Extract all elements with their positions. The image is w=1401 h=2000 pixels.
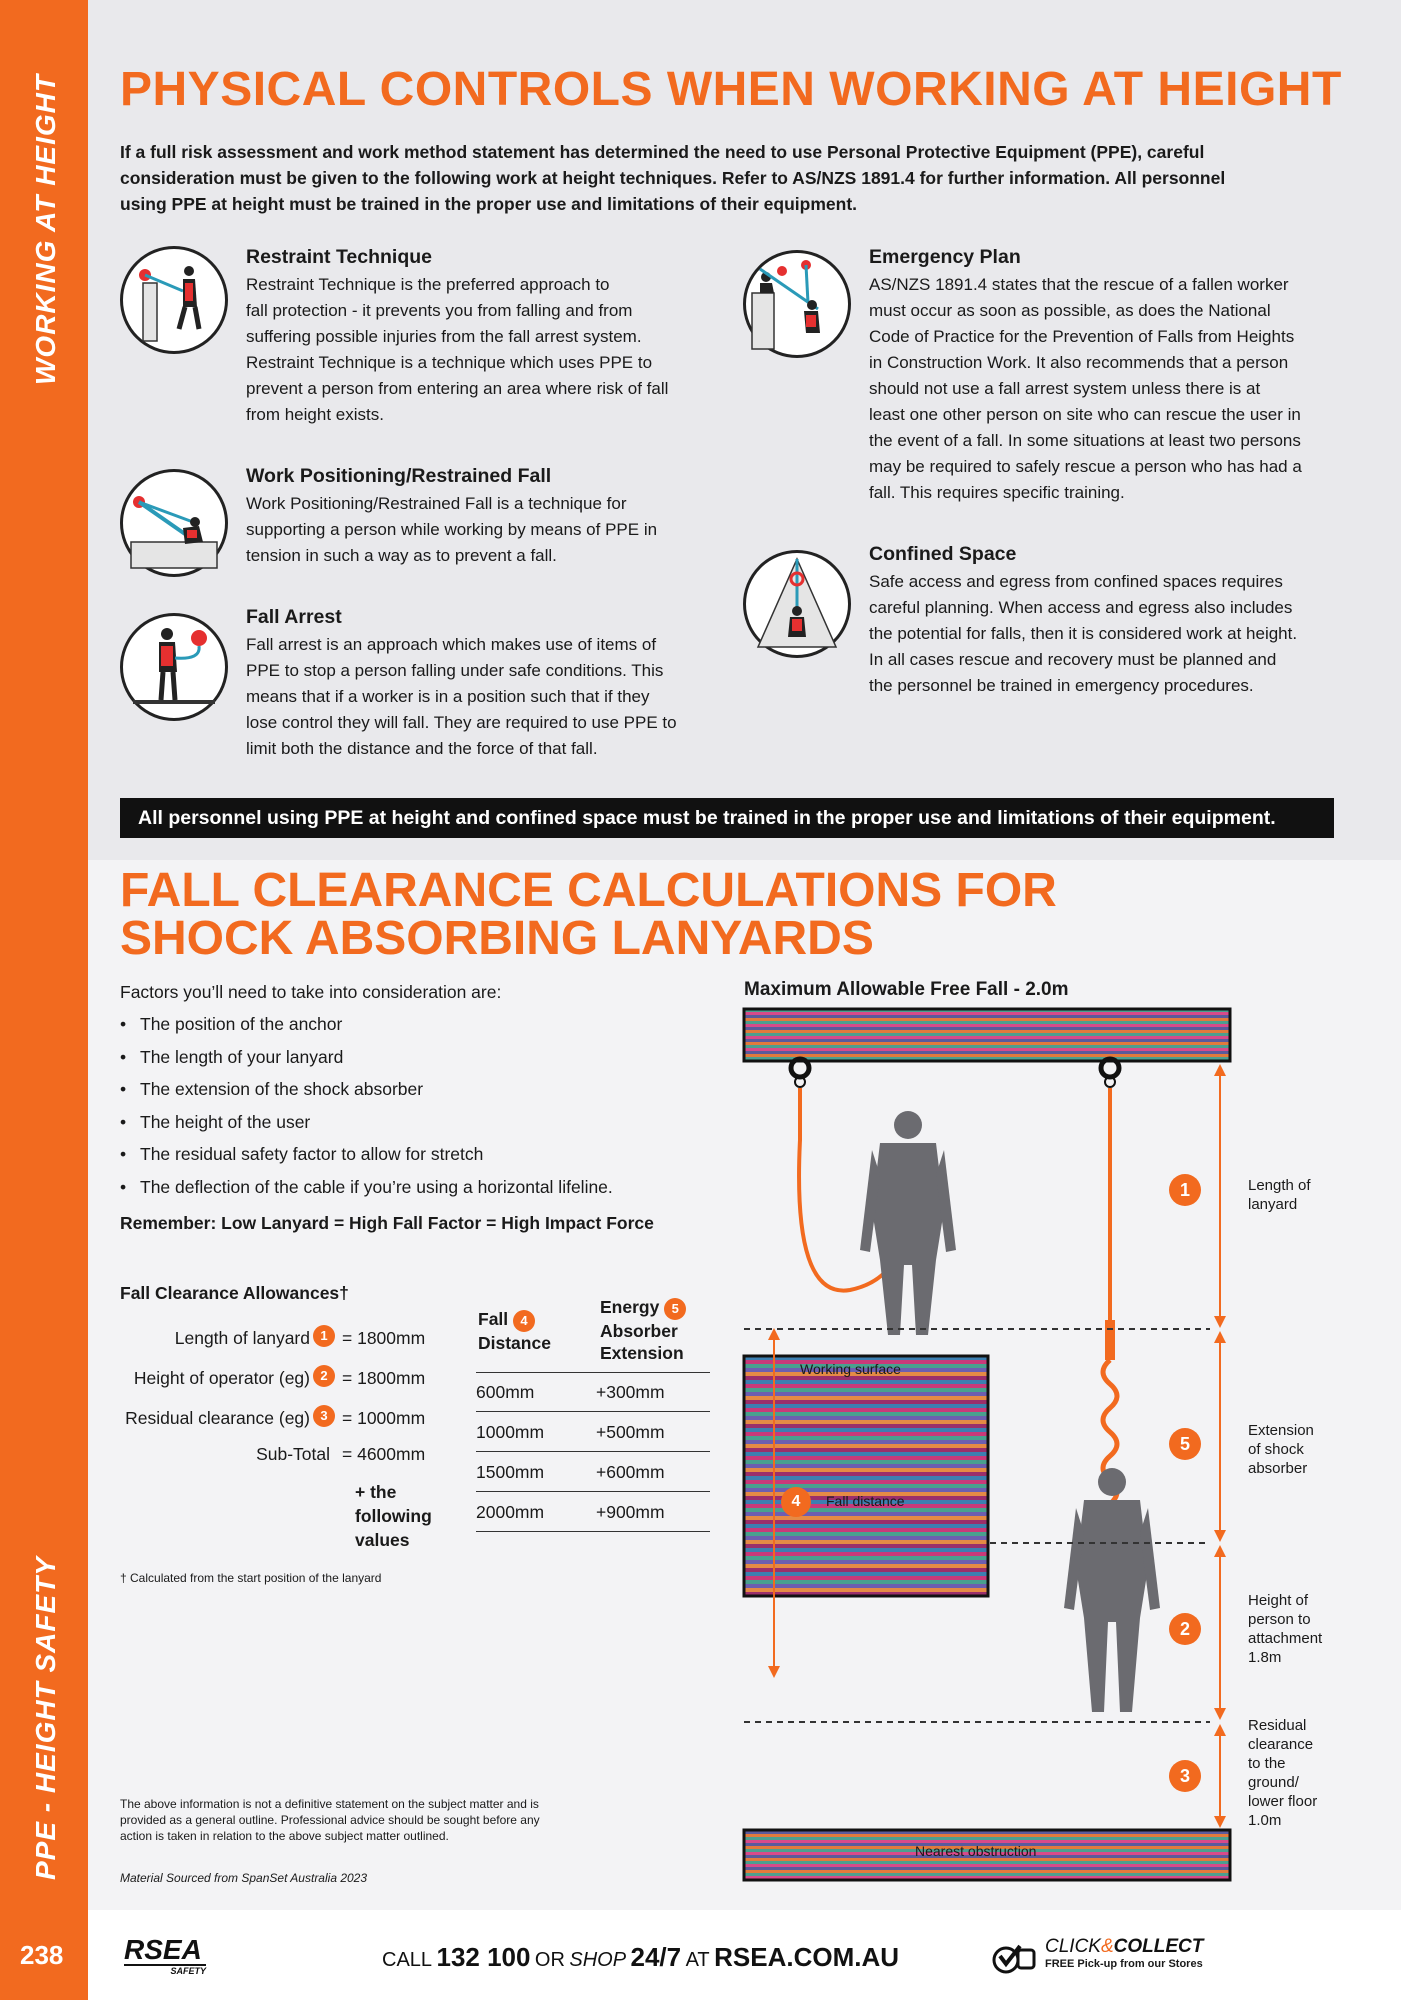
nearest-obstruction-block — [742, 1828, 1232, 1882]
table-divider — [596, 1372, 710, 1373]
emergency-plan-icon — [743, 250, 851, 358]
table-header-fall-distance: Fall 4 Distance — [478, 1309, 551, 1353]
fall-distance-badge: 4 — [513, 1310, 536, 1332]
work-positioning-text: Work Positioning/Restrained Fall is a te… — [246, 494, 658, 565]
callout-badge: 5 — [1169, 1428, 1201, 1460]
fall-distance-label: Fall distance — [826, 1493, 905, 1509]
restraint-icon — [120, 246, 228, 354]
footer-bar — [88, 1910, 1401, 2000]
page-number: 238 — [20, 1940, 64, 1970]
list-item: The extension of the shock absorber — [120, 1079, 613, 1112]
work-positioning-title: Work Positioning/Restrained Fall — [246, 465, 552, 487]
table-row: 1500mm+600mm — [476, 1452, 710, 1492]
work-positioning-icon — [120, 469, 228, 577]
list-item: The height of the user — [120, 1112, 613, 1145]
callout-person-height: Height of person to attachment 1.8m — [1248, 1592, 1323, 1666]
fall-clearance-diagram — [742, 1007, 1232, 1882]
callout-badge: 3 — [1169, 1760, 1201, 1792]
emergency-plan-text: AS/NZS 1891.4 states that the rescue of … — [869, 275, 1302, 502]
phone-link[interactable]: 132 100 — [436, 1942, 531, 1972]
fall-distance-badge: 4 — [781, 1487, 811, 1517]
training-banner: All personnel using PPE at height and co… — [120, 798, 1334, 838]
worker-figure-top — [860, 1111, 956, 1335]
allowances-footnote: † Calculated from the start position of … — [120, 1571, 382, 1585]
rsea-logo[interactable]: RSEA SAFETY — [124, 1934, 206, 1976]
allowance-value: = 1800mm — [342, 1368, 426, 1388]
working-surface-label: Working surface — [800, 1361, 901, 1377]
sidebar-bottom-label: PPE - HEIGHT SAFETY — [30, 1556, 61, 1880]
sidebar — [0, 0, 88, 2000]
footer-contact: CALL 132 100 OR SHOP 24/7 AT RSEA.COM.AU — [382, 1942, 900, 1972]
diagram-title: Maximum Allowable Free Fall - 2.0m — [744, 979, 1069, 1000]
callout-shock-absorber: Extension of shock absorber — [1248, 1422, 1314, 1477]
website-link[interactable]: RSEA.COM.AU — [714, 1942, 900, 1972]
table-row: 1000mm+500mm — [476, 1412, 710, 1452]
allowance-badge: 2 — [313, 1365, 335, 1387]
confined-space-title: Confined Space — [869, 543, 1017, 565]
callout-badge: 2 — [1169, 1613, 1201, 1645]
fall-arrest-icon — [120, 613, 228, 721]
allowance-badge: 3 — [313, 1405, 335, 1427]
callout-badge: 1 — [1169, 1174, 1201, 1206]
fall-arrest-text: Fall arrest is an approach which makes u… — [246, 635, 677, 758]
sidebar-top-label: WORKING AT HEIGHT — [30, 74, 61, 385]
restraint-text: Restraint Technique is the preferred app… — [246, 275, 669, 424]
list-item: The residual safety factor to allow for … — [120, 1144, 613, 1177]
subtotal-value: = 4600mm — [342, 1444, 426, 1464]
intro-text: If a full risk assessment and work metho… — [120, 142, 1226, 214]
allowance-badge: 1 — [313, 1325, 335, 1347]
allowance-label: Residual clearance (eg) — [125, 1408, 310, 1428]
factors-list: The position of the anchor The length of… — [120, 1014, 613, 1209]
allowance-value: = 1800mm — [342, 1328, 426, 1348]
subtotal-label: Sub-Total — [256, 1444, 330, 1464]
restraint-title: Restraint Technique — [246, 246, 433, 268]
plus-following-values: + the following values — [355, 1482, 432, 1550]
fall-arrest-title: Fall Arrest — [246, 606, 342, 628]
working-surface-block — [742, 1354, 990, 1598]
shock-absorber — [1105, 1320, 1115, 1360]
allowance-label: Length of lanyard — [174, 1328, 310, 1348]
list-item: The length of your lanyard — [120, 1047, 613, 1080]
click-collect-icon — [992, 1944, 1036, 1974]
anchor-beam — [742, 1007, 1232, 1063]
confined-space-text: Safe access and egress from confined spa… — [869, 572, 1298, 695]
allowance-label: Height of operator (eg) — [133, 1368, 310, 1388]
list-item: The position of the anchor — [120, 1014, 613, 1047]
allowances-title: Fall Clearance Allowances† — [120, 1283, 349, 1303]
source-note: Material Sourced from SpanSet Australia … — [120, 1871, 368, 1885]
fall-clearance-title: FALL CLEARANCE CALCULATIONS FOR SHOCK AB… — [120, 864, 1057, 965]
callout-residual-clearance: Residual clearance to the ground/ lower … — [1248, 1717, 1318, 1829]
click-collect-text: CLICK&COLLECT FREE Pick-up from our Stor… — [1045, 1936, 1204, 1970]
disclaimer: The above information is not a definitiv… — [120, 1797, 540, 1843]
nearest-obstruction-label: Nearest obstruction — [915, 1843, 1037, 1859]
click-collect-logo[interactable] — [990, 1936, 1040, 1981]
factors-intro: Factors you’ll need to take into conside… — [120, 982, 502, 1002]
page-title: PHYSICAL CONTROLS WHEN WORKING AT HEIGHT — [120, 63, 1342, 116]
table-divider — [476, 1372, 632, 1373]
table-row: 600mm+300mm — [476, 1372, 710, 1412]
callout-lanyard-length: Length of lanyard — [1248, 1177, 1311, 1213]
table-row: 2000mm+900mm — [476, 1492, 710, 1532]
absorber-extension-badge: 5 — [664, 1298, 687, 1320]
confined-space-icon — [743, 550, 851, 658]
clearance-table: 600mm+300mm 1000mm+500mm 1500mm+600mm 20… — [476, 1372, 710, 1532]
list-item: The deflection of the cable if you’re us… — [120, 1177, 613, 1210]
allowance-value: = 1000mm — [342, 1408, 426, 1428]
emergency-plan-title: Emergency Plan — [869, 246, 1021, 268]
table-header-absorber-extension: Energy 5 Absorber Extension — [600, 1296, 687, 1364]
worker-figure-bottom — [1064, 1468, 1160, 1712]
remember-note: Remember: Low Lanyard = High Fall Factor… — [120, 1213, 654, 1233]
